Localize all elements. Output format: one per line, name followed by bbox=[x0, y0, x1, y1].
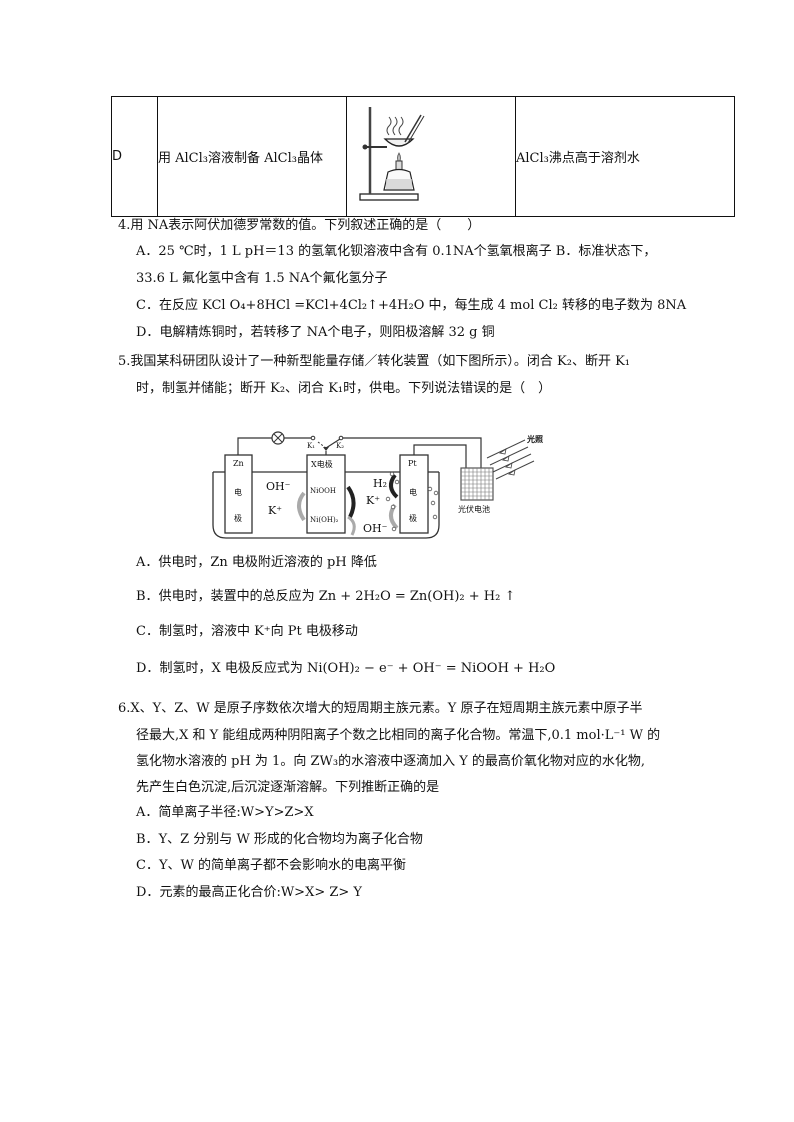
evaporating-dish-apparatus-icon bbox=[359, 107, 425, 201]
zn-label: Zn bbox=[233, 459, 244, 468]
q6-stem-line1: 6.X、Y、Z、W 是原子序数依次增大的短周期主族元素。Y 原子在短周期主族元素… bbox=[118, 701, 643, 716]
option-label: D． bbox=[136, 885, 160, 900]
option-label: A． bbox=[136, 244, 159, 259]
reason-text: AlCl₃沸点高于溶剂水 bbox=[516, 151, 640, 166]
option-label: C． bbox=[136, 298, 159, 313]
q4-option-c: C．在反应 KCl O₄+8HCl =KCl+4Cl₂↑+4H₂O 中，每生成 … bbox=[136, 298, 686, 314]
option-text: 制氢时，X 电极反应式为 Ni(OH)₂ − e⁻ + OH⁻ = NiOOH … bbox=[159, 661, 556, 676]
option-cell: D bbox=[111, 96, 158, 217]
operation-cell: 用 AlCl₃溶液制备 AlCl₃晶体 bbox=[157, 96, 347, 217]
oh-ion-left: OH⁻ bbox=[266, 480, 291, 493]
k-ion-left: K⁺ bbox=[268, 504, 283, 517]
q6-stem-line2: 径最大,X 和 Y 能组成两种阴阳离子个数之比相同的离子化合物。常温下,0.1 … bbox=[136, 728, 661, 743]
option-text: 制氢时，溶液中 K⁺向 Pt 电极移动 bbox=[158, 624, 358, 639]
option-text: 元素的最高正化合价:W>X> Z> Y bbox=[159, 885, 362, 900]
option-label: A． bbox=[136, 555, 159, 570]
oh-ion-right: OH⁻ bbox=[363, 522, 388, 535]
q4-option-d: D．电解精炼铜时，若转移了 NA个电子，则阳极溶解 32 g 铜 bbox=[136, 325, 495, 341]
table-row: D 用 AlCl₃溶液制备 AlCl₃晶体 bbox=[111, 96, 735, 217]
q5-option-d: D．制氢时，X 电极反应式为 Ni(OH)₂ − e⁻ + OH⁻ = NiOO… bbox=[136, 661, 555, 677]
nioh2-label: Ni(OH)₂ bbox=[310, 516, 339, 524]
q5-stem-line1: 5.我国某科研团队设计了一种新型能量存储／转化装置（如下图所示）。闭合 K₂、断… bbox=[118, 354, 631, 369]
reason-cell: AlCl₃沸点高于溶剂水 bbox=[515, 96, 735, 217]
x-electrode-label: X电极 bbox=[311, 460, 333, 469]
option-text: 25 ℃时，1 L pH＝13 的氢氧化钡溶液中含有 0.1NA个氢氧根离子 B… bbox=[158, 244, 657, 259]
q6-option-a: A．简单离子半径:W>Y>Z>X bbox=[136, 805, 314, 821]
option-text: 电解精炼铜时，若转移了 NA个电子，则阳极溶解 32 g 铜 bbox=[159, 325, 495, 340]
option-text: 供电时，Zn 电极附近溶液的 pH 降低 bbox=[158, 555, 377, 570]
zn-label-dian: 电 bbox=[234, 488, 242, 497]
q6-option-b: B．Y、Z 分别与 W 形成的化合物均为离子化合物 bbox=[136, 832, 423, 848]
q4-option-b-cont: 33.6 L 氟化氢中含有 1.5 NA个氟化氢分子 bbox=[136, 271, 388, 287]
niooh-label: NiOOH bbox=[310, 487, 336, 495]
energy-storage-device-diagram: Zn 电 极 X电极 NiOOH Ni(OH)₂ Pt 电 极 OH⁻ K⁺ H… bbox=[200, 405, 600, 550]
q4-stem: 4.用 NA表示阿伏加德罗常数的值。下列叙述正确的是（ ） bbox=[118, 218, 481, 233]
q4-option-a: A．25 ℃时，1 L pH＝13 的氢氧化钡溶液中含有 0.1NA个氢氧根离子… bbox=[136, 244, 656, 260]
switch-k1-label: K₁ bbox=[307, 442, 316, 450]
q6-stem-line3: 氢化物水溶液的 pH 为 1。向 ZW₃的水溶液中逐滴加入 Y 的最高价氧化物对… bbox=[136, 754, 646, 769]
q5-option-b: B．供电时，装置中的总反应为 Zn + 2H₂O = Zn(OH)₂ + H₂ … bbox=[136, 589, 515, 605]
light-label: 光照 bbox=[527, 435, 543, 444]
zn-label-ji: 极 bbox=[234, 514, 242, 523]
pt-label-ji: 极 bbox=[409, 514, 417, 523]
q5-stem-line2: 时，制氢并储能；断开 K₂、闭合 K₁时，供电。下列说法错误的是（ ） bbox=[136, 381, 552, 396]
pt-label: Pt bbox=[408, 459, 417, 468]
option-label: D． bbox=[136, 661, 160, 676]
experiment-table: D 用 AlCl₃溶液制备 AlCl₃晶体 bbox=[111, 96, 735, 217]
option-text: Y、Z 分别与 W 形成的化合物均为离子化合物 bbox=[158, 832, 423, 847]
q5-option-c: C．制氢时，溶液中 K⁺向 Pt 电极移动 bbox=[136, 624, 358, 640]
option-label: D bbox=[112, 149, 123, 164]
option-text: Y、W 的简单离子都不会影响水的电离平衡 bbox=[158, 858, 407, 873]
h2-label: H₂ bbox=[373, 477, 388, 490]
option-text: 在反应 KCl O₄+8HCl =KCl+4Cl₂↑+4H₂O 中，每生成 4 … bbox=[158, 298, 687, 313]
option-label: B． bbox=[136, 832, 159, 847]
device-diagram-svg bbox=[212, 431, 535, 539]
apparatus-cell bbox=[346, 96, 516, 217]
option-label: A． bbox=[136, 805, 159, 820]
pv-cell-label: 光伏电池 bbox=[458, 505, 490, 514]
pt-label-dian: 电 bbox=[409, 488, 417, 497]
q6-option-c: C．Y、W 的简单离子都不会影响水的电离平衡 bbox=[136, 858, 406, 874]
q5-option-a: A．供电时，Zn 电极附近溶液的 pH 降低 bbox=[136, 555, 377, 571]
option-text: 供电时，装置中的总反应为 Zn + 2H₂O = Zn(OH)₂ + H₂ ↑ bbox=[158, 589, 516, 604]
q6-stem-line4: 先产生白色沉淀,后沉淀逐渐溶解。下列推断正确的是 bbox=[136, 780, 440, 795]
option-text: 简单离子半径:W>Y>Z>X bbox=[158, 805, 314, 820]
q6-option-d: D．元素的最高正化合价:W>X> Z> Y bbox=[136, 885, 362, 901]
operation-text: 用 AlCl₃溶液制备 AlCl₃晶体 bbox=[158, 151, 323, 166]
option-label: D． bbox=[136, 325, 160, 340]
option-label: C． bbox=[136, 858, 159, 873]
option-label: C． bbox=[136, 624, 159, 639]
k-ion-right: K⁺ bbox=[366, 494, 381, 507]
option-label: B． bbox=[136, 589, 159, 604]
option-text: 33.6 L 氟化氢中含有 1.5 NA个氟化氢分子 bbox=[136, 271, 388, 286]
switch-k2-label: K₂ bbox=[336, 442, 345, 450]
